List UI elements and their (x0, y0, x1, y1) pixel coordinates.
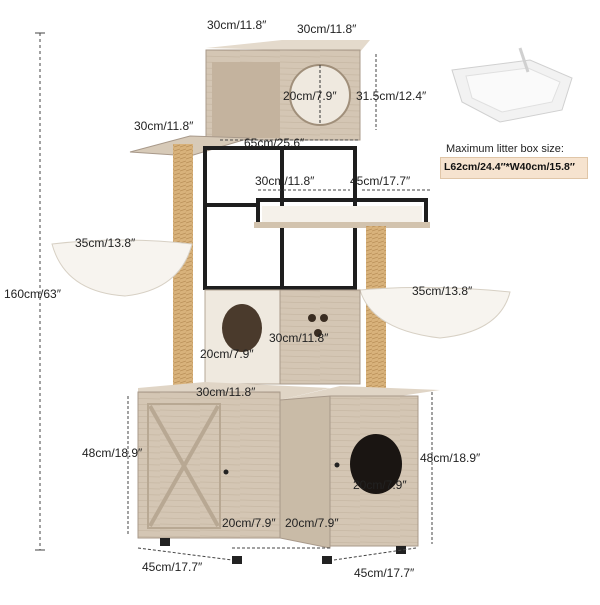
window-diameter-label: 20cm/7.9″ (283, 89, 337, 103)
shelf-depth-label: 30cm/11.8″ (255, 174, 315, 188)
left-hammock (51, 239, 193, 297)
litter-box-size-box (440, 157, 588, 179)
litter-box-size: L62cm/24.4″*W40cm/15.8″ (444, 161, 575, 173)
cabinet-hole-label: 20cm/7.9″ (353, 478, 407, 492)
foot (322, 556, 332, 564)
right-hammock-label: 35cm/13.8″ (412, 284, 473, 298)
middle-hole-label: 20cm/7.9″ (200, 347, 254, 361)
top-width-label: 30cm/11.8″ (207, 18, 267, 32)
top-box (205, 40, 370, 141)
litter-box-title: Maximum litter box size: (446, 143, 564, 155)
shelf-width-label: 45cm/17.7″ (350, 174, 411, 188)
right-hammock (359, 286, 511, 339)
left-platform-label: 30cm/11.8″ (134, 119, 194, 133)
base-left-label: 45cm/17.7″ (142, 560, 203, 574)
foot (232, 556, 242, 564)
right-shelf (254, 198, 430, 228)
middle-box-width-label: 30cm/11.8″ (196, 385, 256, 399)
total-height-label: 160cm/63″ (4, 287, 61, 301)
inner-left-label: 20cm/7.9″ (222, 516, 276, 530)
inner-right-label: 20cm/7.9″ (285, 516, 339, 530)
right-cabinet-height-label: 48cm/18.9″ (420, 451, 481, 465)
left-hammock-label: 35cm/13.8″ (75, 236, 136, 250)
top-depth-label: 30cm/11.8″ (297, 22, 357, 36)
left-cabinet-height-label: 48cm/18.9″ (82, 446, 143, 460)
middle-box-depth-label: 30cm/11.8″ (269, 331, 329, 345)
frame-width-label: 65cm/25.6″ (244, 136, 305, 150)
foot (160, 538, 170, 546)
middle-box (204, 289, 361, 385)
total-height-dimension (35, 32, 45, 551)
left-cabinet (137, 382, 330, 539)
litter-box-image (451, 47, 573, 123)
dimension-guides (127, 54, 433, 561)
base-right-label: 45cm/17.7″ (354, 566, 415, 580)
left-sisal-post (173, 144, 193, 389)
top-box-height-label: 31.5cm/12.4″ (356, 89, 427, 103)
